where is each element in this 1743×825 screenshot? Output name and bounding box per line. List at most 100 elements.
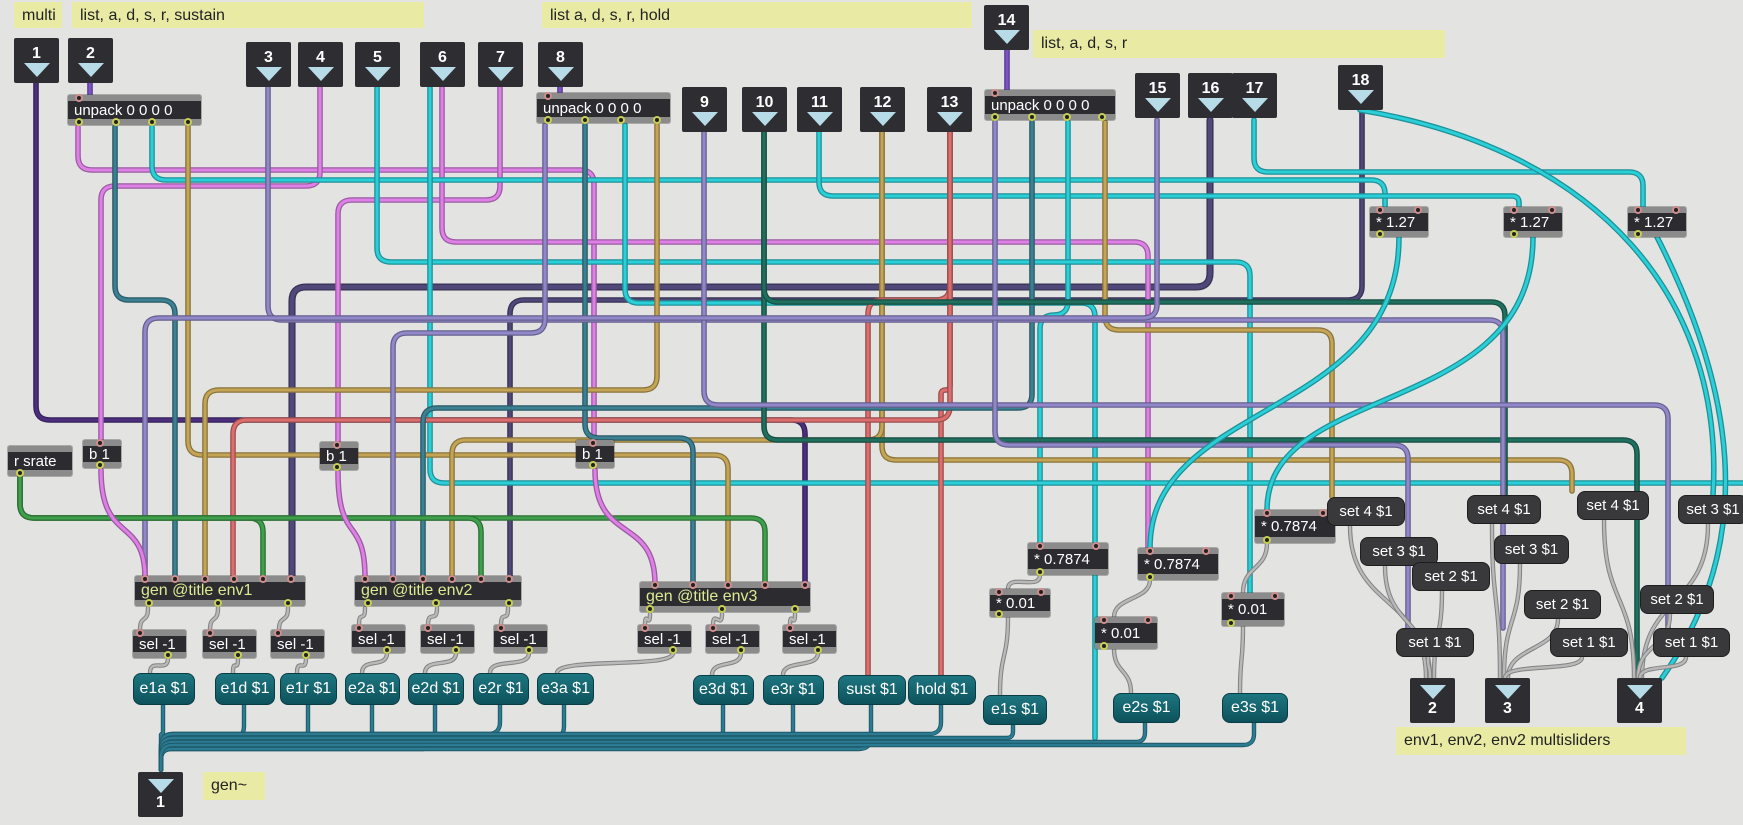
inlet-port[interactable] [171,575,179,583]
inlet-port[interactable] [689,581,697,589]
inlet-box-13[interactable]: 13 [927,87,972,132]
outlet-box-1[interactable]: 1 [138,772,183,817]
inlet-port[interactable] [641,624,649,632]
inlet-port[interactable] [1144,616,1152,624]
outlet-port[interactable] [148,118,156,126]
outlet-box-3[interactable]: 3 [1485,678,1530,723]
sel-object-8[interactable]: sel -1 [706,624,759,654]
outlet-port[interactable] [302,651,310,659]
outlet-port[interactable] [617,116,625,124]
inlet-port[interactable] [136,629,144,637]
outlet-port[interactable] [284,599,292,607]
message-set2-a[interactable]: set 2 $1 [1412,562,1490,591]
inlet-port[interactable] [230,575,238,583]
message-set4-b[interactable]: set 4 $1 [1467,495,1541,524]
outlet-port[interactable] [544,116,552,124]
multiply-127-object-2[interactable]: * 1.27 [1504,206,1562,238]
outlet-port[interactable] [1036,568,1044,576]
message-set2-b[interactable]: set 2 $1 [1524,590,1601,619]
unpack-object-1[interactable]: unpack 0 0 0 0 [68,94,201,126]
inlet-box-10[interactable]: 10 [742,87,787,132]
inlet-box-2[interactable]: 2 [68,38,113,83]
inlet-port[interactable] [1037,588,1045,596]
outlet-port[interactable] [991,113,999,121]
message-e1d[interactable]: e1d $1 [215,673,275,705]
outlet-port[interactable] [589,461,597,469]
outlet-port[interactable] [432,599,440,607]
gen-env3-object[interactable]: gen @title env3 [640,581,810,613]
bang-object-2[interactable]: b 1 [320,441,358,471]
inlet-box-6[interactable]: 6 [420,42,465,87]
message-set1-b[interactable]: set 1 $1 [1550,628,1628,657]
inlet-port[interactable] [1271,592,1279,600]
outlet-port[interactable] [145,599,153,607]
outlet-port[interactable] [581,116,589,124]
inlet-port[interactable] [1263,509,1271,517]
inlet-port[interactable] [1100,616,1108,624]
inlet-port[interactable] [75,94,83,102]
outlet-port[interactable] [184,118,192,126]
inlet-port[interactable] [1548,206,1556,214]
unpack-object-2[interactable]: unpack 0 0 0 0 [537,92,670,124]
outlet-port[interactable] [364,599,372,607]
inlet-box-17[interactable]: 17 [1232,73,1277,118]
outlet-port[interactable] [164,651,172,659]
message-sust[interactable]: sust $1 [838,675,906,705]
inlet-box-11[interactable]: 11 [797,87,842,132]
inlet-port[interactable] [259,575,267,583]
outlet-port[interactable] [383,646,391,654]
message-set1-a[interactable]: set 1 $1 [1396,628,1474,657]
multiply-001-object-3[interactable]: * 0.01 [1222,592,1284,627]
outlet-port[interactable] [1227,619,1235,627]
bang-object-1[interactable]: b 1 [83,439,121,469]
outlet-port[interactable] [814,646,822,654]
inlet-port[interactable] [544,92,552,100]
multiply-001-object-1[interactable]: * 0.01 [990,588,1050,618]
inlet-box-16[interactable]: 16 [1188,73,1233,118]
inlet-port[interactable] [1510,206,1518,214]
multiply-7874-object-1[interactable]: * 0.7874 [1028,542,1108,576]
inlet-box-3[interactable]: 3 [246,42,291,87]
inlet-port[interactable] [477,575,485,583]
inlet-port[interactable] [1672,206,1680,214]
inlet-box-5[interactable]: 5 [355,42,400,87]
inlet-port[interactable] [724,581,732,589]
inlet-box-12[interactable]: 12 [860,87,905,132]
inlet-port[interactable] [651,581,659,589]
message-set2-c[interactable]: set 2 $1 [1640,585,1714,614]
inlet-port[interactable] [1092,542,1100,550]
inlet-port[interactable] [361,575,369,583]
outlet-port[interactable] [718,605,726,613]
inlet-port[interactable] [141,575,149,583]
outlet-port[interactable] [737,646,745,654]
outlet-port[interactable] [16,469,24,477]
inlet-port[interactable] [448,575,456,583]
inlet-port[interactable] [1202,547,1210,555]
message-set1-c[interactable]: set 1 $1 [1653,628,1730,657]
outlet-port[interactable] [234,651,242,659]
inlet-port[interactable] [333,441,341,449]
inlet-port[interactable] [201,575,209,583]
outlet-box-2[interactable]: 2 [1410,678,1455,723]
message-e3d[interactable]: e3d $1 [693,675,754,705]
message-set3-b[interactable]: set 3 $1 [1494,535,1569,564]
inlet-port[interactable] [786,624,794,632]
message-e1r[interactable]: e1r $1 [280,673,337,705]
message-e2s[interactable]: e2s $1 [1113,693,1180,723]
outlet-port[interactable] [791,605,799,613]
multiply-001-object-2[interactable]: * 0.01 [1095,616,1157,650]
outlet-port[interactable] [1376,230,1384,238]
outlet-port[interactable] [452,646,460,654]
message-e3r[interactable]: e3r $1 [763,675,824,705]
inlet-box-8[interactable]: 8 [538,42,583,87]
outlet-port[interactable] [669,646,677,654]
message-set4-c[interactable]: set 4 $1 [1577,491,1649,520]
unpack-object-3[interactable]: unpack 0 0 0 0 [985,89,1115,121]
sel-object-3[interactable]: sel -1 [271,629,324,659]
message-e2d[interactable]: e2d $1 [408,673,464,705]
message-e2r[interactable]: e2r $1 [473,673,529,705]
inlet-port[interactable] [995,588,1003,596]
outlet-port[interactable] [1510,230,1518,238]
outlet-port[interactable] [1028,113,1036,121]
inlet-port[interactable] [206,629,214,637]
